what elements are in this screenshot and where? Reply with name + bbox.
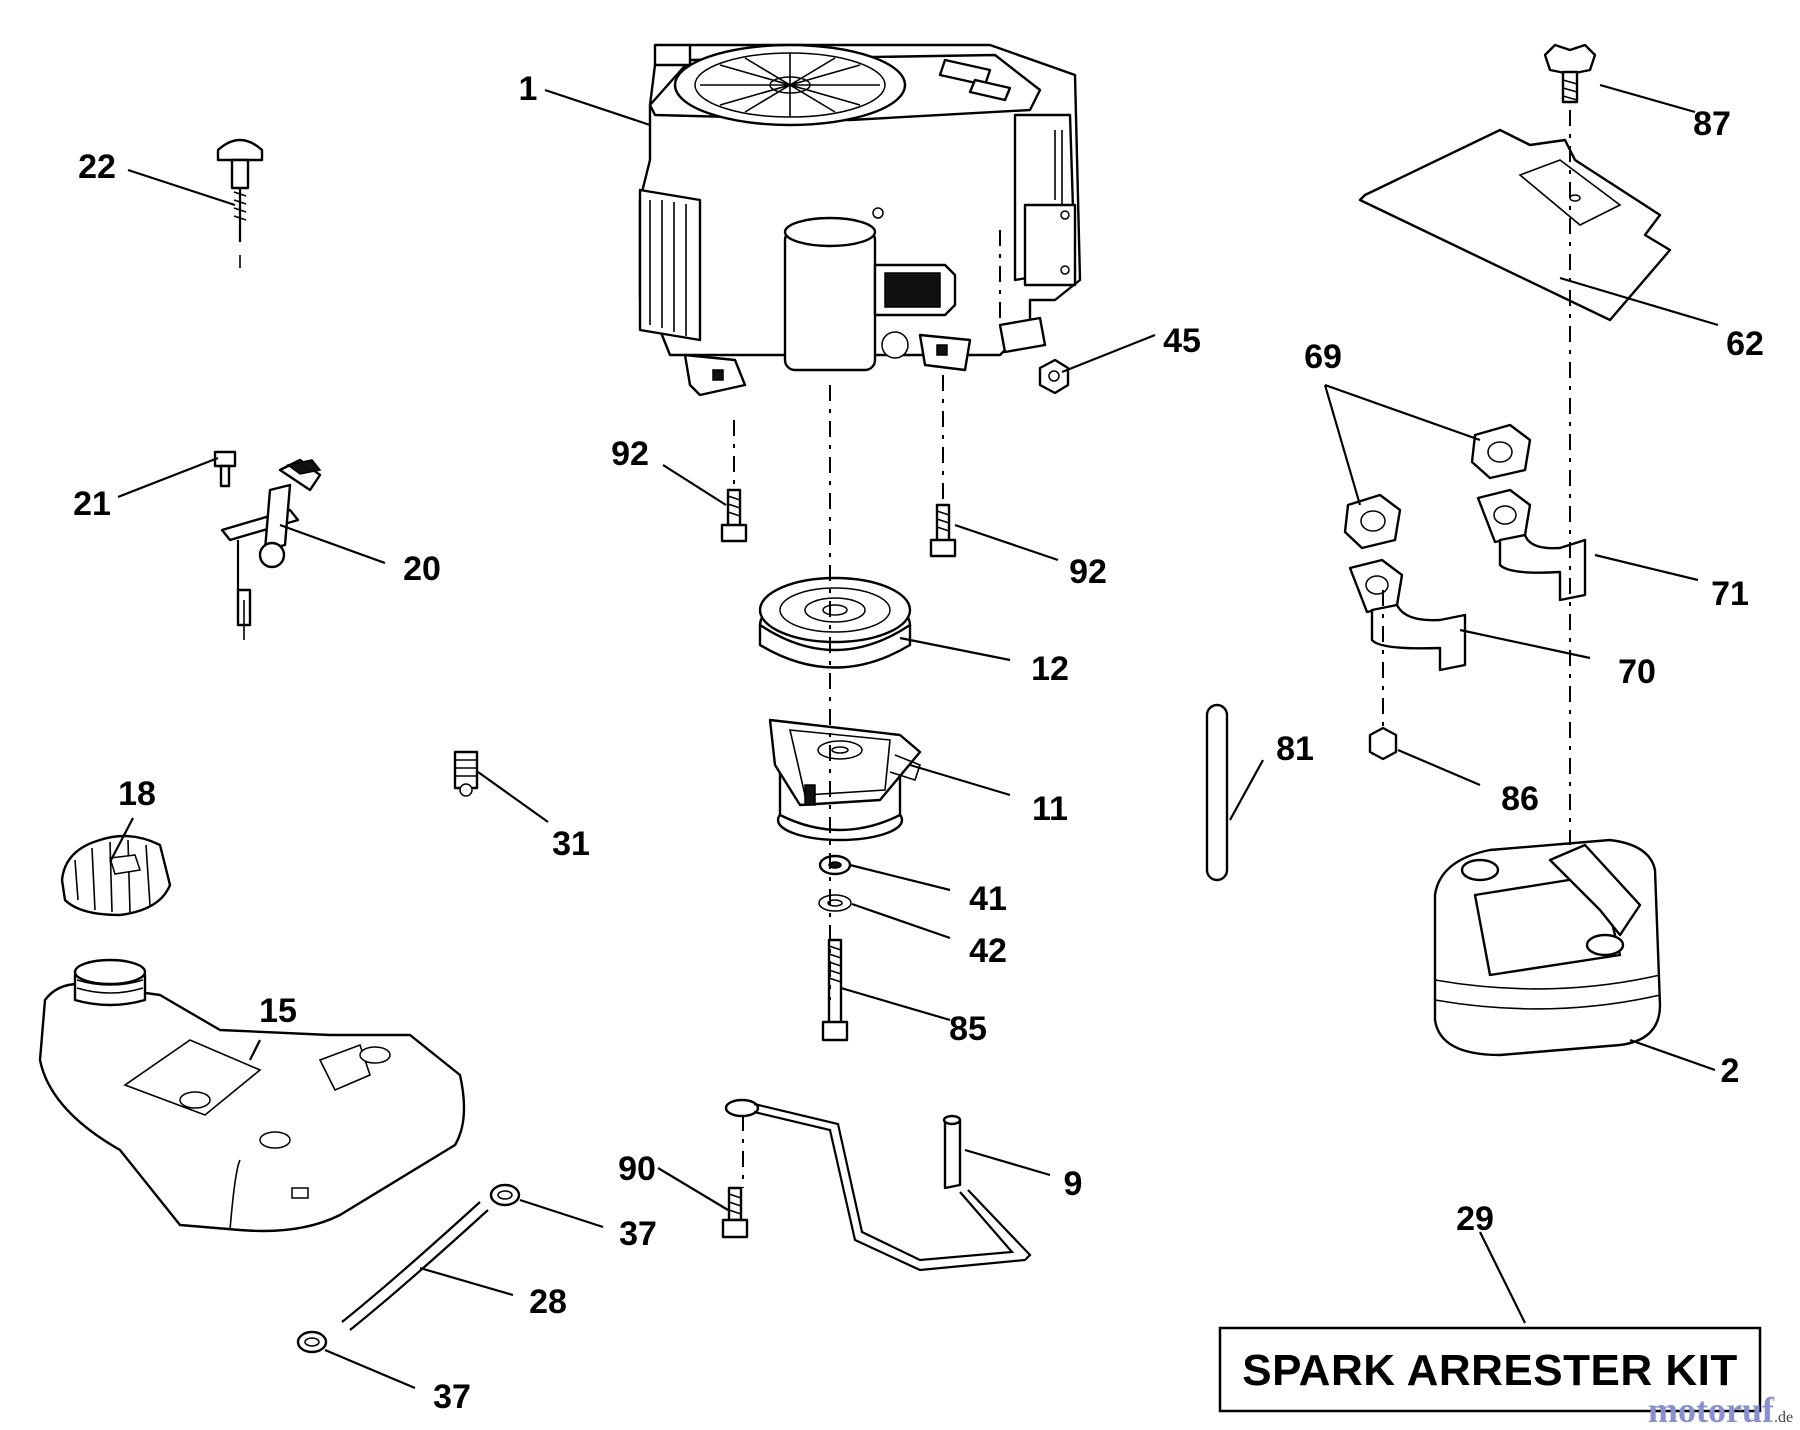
callout-numbers: 1 22 87 62 45 69 92 92 21 20 71 12 70 81… [73,70,1764,1416]
callout-85: 85 [949,1010,987,1048]
knob-part-22 [216,138,264,268]
clutch-part-11 [768,718,922,842]
washer-part-42 [818,894,852,912]
callout-22: 22 [78,148,116,186]
rod-part-81 [1205,703,1229,882]
callout-1: 1 [519,70,538,108]
pipe-part-70 [1348,558,1467,672]
watermark-brand: motoruf [1648,1390,1775,1430]
bolt-part-90 [721,1186,749,1239]
bolt-part-85 [821,938,849,1042]
callout-12: 12 [1031,650,1069,688]
knob-part-87 [1543,43,1597,104]
callout-37-lower: 37 [433,1378,471,1416]
engine-part [638,43,1082,397]
callout-2: 2 [1721,1052,1740,1090]
pulley-part-12 [758,576,912,669]
callout-31: 31 [552,825,590,863]
callout-87: 87 [1693,105,1731,143]
callout-18: 18 [118,775,156,813]
fitting-part-31 [453,750,479,797]
clamp-part-37-upper [489,1183,521,1207]
nut-part-86 [1368,726,1398,761]
callout-41: 41 [969,880,1007,918]
clamp-part-37-lower [296,1330,328,1354]
muffler-part-2 [1433,838,1662,1057]
callout-92-left: 92 [611,435,649,473]
callout-71: 71 [1711,575,1749,613]
rod-part-9 [724,1098,1032,1272]
callout-20: 20 [403,550,441,588]
watermark-text: motoruf.de [1648,1390,1793,1430]
gasket-part-69 [1343,423,1532,550]
watermark: motoruf.de [1648,1390,1793,1430]
callout-92-right: 92 [1069,553,1107,591]
callout-81: 81 [1276,730,1314,768]
bolt-part-92-left [720,488,748,543]
leader-lines [109,83,1719,1390]
bolt-part-92-right [929,503,957,558]
nut-part-45 [1038,358,1070,395]
tank-part-15 [38,958,466,1233]
callout-9: 9 [1064,1165,1083,1203]
cap-part-18 [60,834,172,917]
shield-part-62 [1358,128,1672,322]
pipe-part-71 [1476,488,1587,602]
callout-62: 62 [1726,325,1764,363]
spark-arrester-kit-label: SPARK ARRESTER KIT [1242,1346,1737,1395]
watermark-suffix: .de [1774,1409,1793,1426]
callout-29: 29 [1456,1200,1494,1238]
washer-part-41 [818,854,852,876]
callout-37-upper: 37 [619,1215,657,1253]
callout-69: 69 [1304,338,1342,376]
callout-42: 42 [969,932,1007,970]
callout-70: 70 [1618,653,1656,691]
callout-86: 86 [1501,780,1539,818]
callout-90: 90 [618,1150,656,1188]
callout-15: 15 [259,992,297,1030]
bolt-part-21 [213,450,237,488]
callout-45: 45 [1163,322,1201,360]
callout-28: 28 [529,1283,567,1321]
alignment-lines [733,110,1571,1188]
callout-11: 11 [1032,790,1068,828]
callout-21: 21 [73,485,111,523]
throttle-part-20 [220,458,322,640]
spark-arrester-kit-box: SPARK ARRESTER KIT [1218,1326,1762,1413]
hose-part-28 [341,1201,489,1331]
